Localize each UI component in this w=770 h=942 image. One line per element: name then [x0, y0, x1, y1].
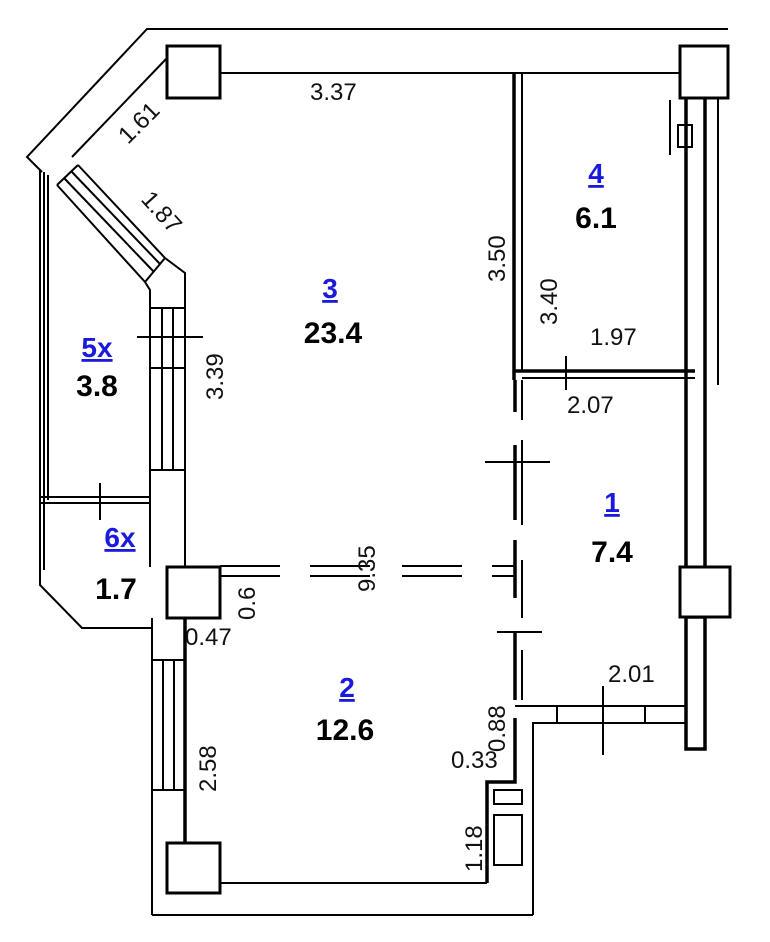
dim-2-07: 2.07	[567, 392, 614, 419]
dim-1-97: 1.97	[590, 324, 637, 351]
room-area-5x: 3.8	[76, 370, 118, 403]
partition-dashed	[220, 380, 550, 700]
dim-1-87: 1.87	[136, 186, 187, 239]
dim-3-50: 3.50	[484, 235, 511, 282]
room-area-6x: 1.7	[95, 573, 137, 606]
dim-2-01: 2.01	[608, 661, 655, 688]
column	[678, 565, 732, 619]
room-id-3: 3	[322, 273, 338, 304]
room-id-6x: 6x	[104, 522, 136, 553]
column	[165, 44, 222, 100]
dim-0-88: 0.88	[484, 705, 511, 752]
room-area-2: 12.6	[316, 714, 374, 747]
dim-0-33: 0.33	[451, 747, 498, 774]
room-id-5x: 5x	[81, 332, 113, 363]
dim-3-37: 3.37	[310, 79, 357, 106]
column	[678, 44, 730, 100]
room-area-1: 7.4	[591, 536, 633, 569]
dim-9-35: 9.35	[354, 545, 381, 592]
dimensions: 3.37 1.61 1.87 3.39 3.50 3.40 1.97 2.07 …	[113, 79, 655, 872]
dim-1-18: 1.18	[461, 825, 488, 872]
room-id-4: 4	[588, 158, 604, 189]
walls	[25, 28, 728, 916]
dim-3-39: 3.39	[202, 353, 229, 400]
column	[165, 841, 222, 895]
column	[165, 565, 222, 620]
dim-0-47: 0.47	[185, 624, 232, 651]
room-area-3: 23.4	[304, 317, 363, 350]
room-id-1: 1	[604, 487, 620, 518]
dim-0-6: 0.6	[234, 587, 261, 620]
dim-2-58: 2.58	[195, 745, 222, 792]
dim-3-40: 3.40	[536, 278, 563, 325]
room-area-4: 6.1	[575, 202, 617, 235]
room-id-2: 2	[339, 672, 355, 703]
